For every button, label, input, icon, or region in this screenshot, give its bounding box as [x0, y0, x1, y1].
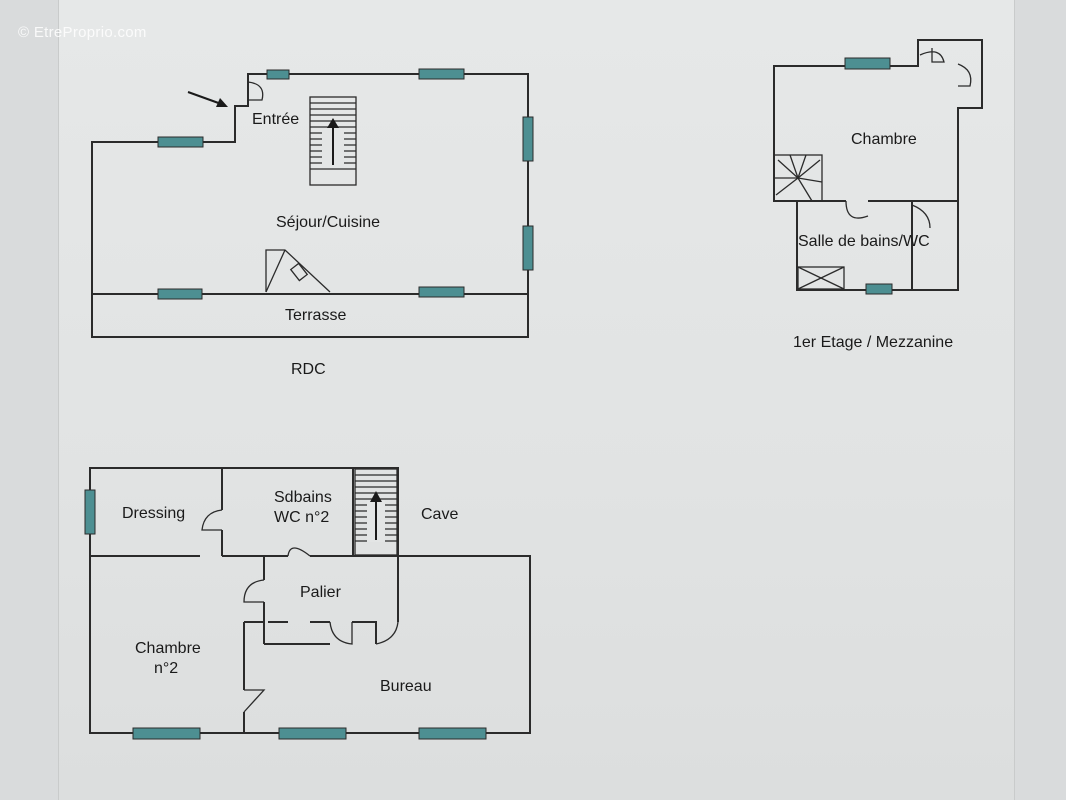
room-label-dressing: Dressing [122, 505, 185, 522]
window [418, 286, 465, 298]
window [418, 727, 487, 740]
room-label-sdbains-wc: WC n°2 [274, 509, 329, 526]
room-label-terrasse: Terrasse [285, 307, 346, 324]
plan-caption-etage: 1er Etage / Mezzanine [793, 334, 953, 351]
window [132, 727, 201, 740]
window [865, 283, 893, 295]
lower-outer-wall [89, 467, 531, 734]
window [522, 116, 534, 162]
plan-etage: Chambre Salle de bains/WC 1er Etage / Me… [773, 39, 983, 351]
room-label-entree: Entrée [252, 111, 299, 128]
room-label-chambre: Chambre [851, 131, 917, 148]
spiral-stairs-icon [773, 154, 823, 202]
plan-rdc: Entrée Séjour/Cuisine Terrasse RDC [91, 68, 534, 378]
window [522, 225, 534, 271]
room-label-chambre2: Chambre [135, 640, 201, 657]
room-label-sejour: Séjour/Cuisine [276, 214, 380, 231]
room-label-chambre2-num: n°2 [154, 660, 178, 677]
entry-arrow-icon [187, 91, 228, 107]
window [157, 136, 204, 148]
window [157, 288, 203, 300]
paper-sheet [58, 0, 1015, 800]
entry-door-arc [247, 81, 264, 101]
room-label-cave: Cave [421, 506, 458, 523]
room-label-sdbains: Sdbains [274, 489, 332, 506]
watermark: © EtreProprio.com [18, 24, 147, 41]
rdc-stairs [309, 96, 357, 186]
shower-icon [797, 266, 845, 290]
window [418, 68, 465, 80]
window [278, 727, 347, 740]
plan-lower-level: Dressing Sdbains WC n°2 Cave Palier Cham… [84, 467, 531, 740]
window [844, 57, 891, 70]
room-label-palier: Palier [300, 584, 342, 601]
terrace-door [265, 249, 331, 293]
window [266, 69, 290, 80]
room-label-salle-bains: Salle de bains/WC [798, 233, 930, 250]
plan-caption-rdc: RDC [291, 361, 326, 378]
window [84, 489, 96, 535]
rdc-outer-wall [91, 73, 529, 338]
lower-stairs [354, 468, 398, 556]
etage-outer-wall [773, 39, 983, 291]
room-label-bureau: Bureau [380, 678, 432, 695]
